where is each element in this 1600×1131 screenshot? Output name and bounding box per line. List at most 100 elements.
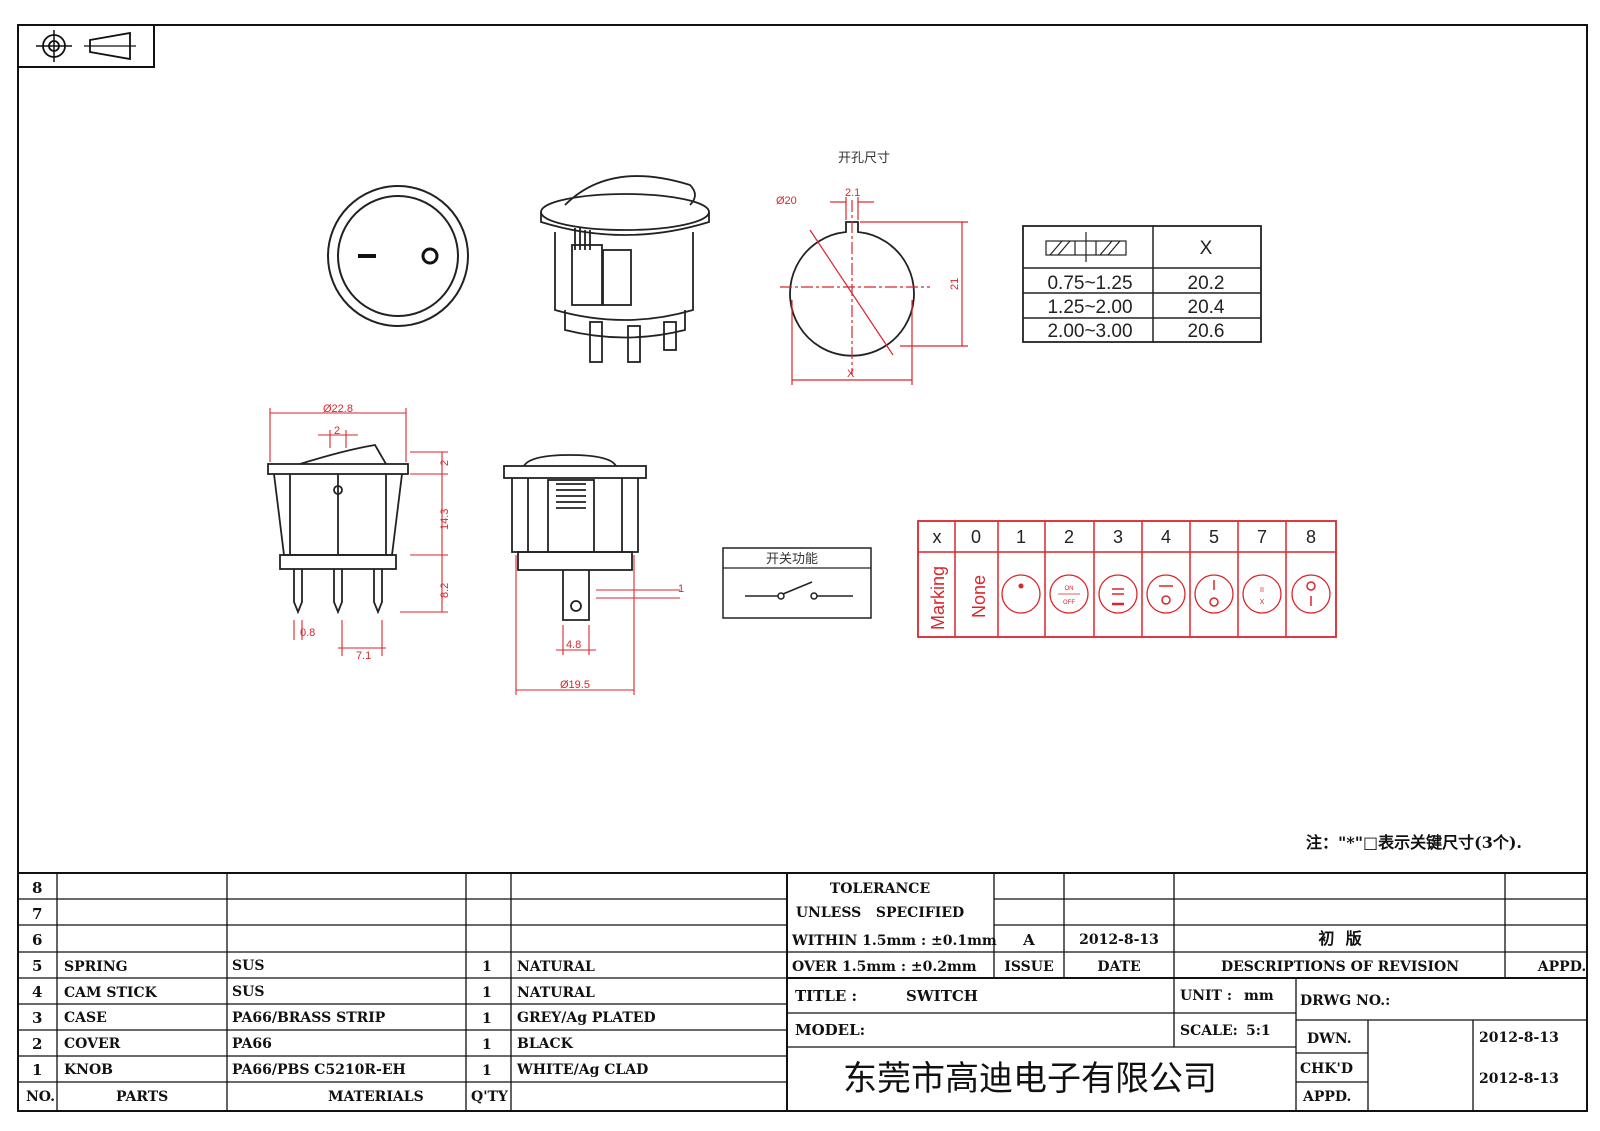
marking-symbol-5-icon <box>1209 580 1219 607</box>
dim-2-side: 2 <box>439 460 451 466</box>
panel-x-1: 20.2 <box>1188 273 1225 294</box>
dim-1: 1 <box>678 583 684 595</box>
bom-no-2: 2 <box>32 1035 42 1053</box>
bom-finish-4: NATURAL <box>517 985 595 1001</box>
bom-part-4: CAM STICK <box>64 985 158 1001</box>
svg-text:OFF: OFF <box>1063 600 1075 606</box>
marking-symbol-4-icon <box>1159 585 1173 605</box>
dim-d19-5: Ø19.5 <box>560 679 590 691</box>
bom-table: 8 7 6 5 SPRING SUS 1 NATURAL 4 CAM STICK… <box>26 879 656 1105</box>
marking-symbol-8-icon <box>1306 581 1316 606</box>
issue-value: A <box>1022 931 1035 949</box>
switch-function-label: 开关功能 <box>766 552 818 567</box>
cutout-title: 开孔尺寸 <box>838 151 890 166</box>
title-block <box>18 872 1587 1111</box>
drwg-no-label: DRWG NO.: <box>1300 993 1390 1009</box>
bom-material-2: PA66 <box>232 1036 272 1052</box>
panel-table-header: X <box>1200 238 1213 259</box>
unit-value: mm <box>1244 988 1274 1004</box>
title-label: TITLE : <box>795 987 857 1005</box>
panel-hatch-icon <box>1045 232 1127 262</box>
bom-no-4: 4 <box>32 983 42 1001</box>
isometric-view <box>540 175 710 363</box>
svg-text:ON: ON <box>1065 586 1074 592</box>
marking-col-5: 5 <box>1209 527 1219 547</box>
dim-4-8: 4.8 <box>566 639 581 651</box>
bom-header-parts: PARTS <box>116 1089 168 1105</box>
marking-symbol-2-icon: ON OFF <box>1058 586 1080 606</box>
marking-symbol-7-icon: II X <box>1260 587 1265 606</box>
tolerance-label: TOLERANCE <box>830 881 930 897</box>
descriptions-label: DESCRIPTIONS OF REVISION <box>1221 959 1459 975</box>
note-text: 注："*"□表示关键尺寸(3个). <box>1306 833 1522 852</box>
bom-header-qty: Q'TY <box>471 1089 509 1105</box>
switch-function-box: 开关功能 <box>722 547 872 619</box>
marking-header-x: x <box>933 527 942 547</box>
title-block-text: TOLERANCE UNLESS SPECIFIED WITHIN 1.5mm … <box>791 881 1586 1105</box>
chkd-label: CHK'D <box>1300 1061 1353 1077</box>
side-view-profile: 1 4.8 Ø19.5 <box>503 454 684 695</box>
panel-thickness-3: 2.00~3.00 <box>1047 321 1132 342</box>
bom-finish-3: GREY/Ag PLATED <box>517 1010 656 1026</box>
bom-qty-4: 1 <box>482 985 492 1001</box>
bom-material-1: PA66/PBS C5210R-EH <box>232 1062 406 1078</box>
marking-col-8: 8 <box>1306 527 1316 547</box>
unless-specified-label: UNLESS SPECIFIED <box>796 905 964 921</box>
marking-col-3: 3 <box>1113 527 1123 547</box>
panel-x-3: 20.6 <box>1188 321 1225 342</box>
dim-0-8: 0.8 <box>300 627 315 639</box>
marking-row-label: Marking <box>928 566 948 630</box>
date-label: DATE <box>1097 959 1140 975</box>
appd-bottom-label: APPD. <box>1302 1089 1351 1105</box>
svg-text:X: X <box>1260 599 1265 606</box>
dim-d20: Ø20 <box>776 195 797 207</box>
panel-x-2: 20.4 <box>1188 297 1225 318</box>
svg-text:II: II <box>1260 587 1264 594</box>
dim-d22-8: Ø22.8 <box>323 403 353 415</box>
marking-col-2: 2 <box>1064 527 1074 547</box>
projection-symbol-icon <box>17 24 155 68</box>
bom-qty-2: 1 <box>482 1037 492 1053</box>
dwn-date: 2012-8-13 <box>1479 1030 1559 1046</box>
bom-no-7: 7 <box>32 905 42 923</box>
dwn-label: DWN. <box>1307 1031 1352 1047</box>
bom-material-5: SUS <box>232 958 264 974</box>
marking-col-1: 1 <box>1016 527 1026 547</box>
bom-part-5: SPRING <box>64 959 128 975</box>
spst-switch-icon <box>745 581 853 600</box>
revision-date: 2012-8-13 <box>1079 932 1159 948</box>
panel-thickness-2: 1.25~2.00 <box>1047 297 1132 318</box>
bom-header-materials: MATERIALS <box>328 1089 424 1105</box>
panel-thickness-table: X 0.75~1.25 20.2 1.25~2.00 20.4 2.00~3.0… <box>1022 225 1262 343</box>
dim-7-1: 7.1 <box>356 650 371 662</box>
scale-value: 5:1 <box>1246 1023 1271 1039</box>
marking-col-7: 7 <box>1257 527 1267 547</box>
marking-col-0: 0 <box>971 527 981 547</box>
marking-none: None <box>969 575 989 618</box>
marking-symbol-3-icon <box>1112 588 1124 606</box>
side-view-front: Ø22.8 2 2 14.3 8.2 0.8 7.1 <box>267 403 451 662</box>
unit-label: UNIT : <box>1180 988 1232 1004</box>
dim-2-top: 2 <box>334 425 340 437</box>
marking-col-4: 4 <box>1161 527 1171 547</box>
bom-part-1: KNOB <box>64 1062 113 1078</box>
bom-finish-2: BLACK <box>517 1036 574 1052</box>
sheet-border <box>17 24 1588 1112</box>
bom-part-2: COVER <box>64 1036 121 1052</box>
bom-finish-1: WHITE/Ag CLAD <box>516 1062 648 1078</box>
title-value: SWITCH <box>906 987 978 1005</box>
chkd-date: 2012-8-13 <box>1479 1071 1559 1087</box>
dim-x: X <box>847 368 855 380</box>
bom-material-3: PA66/BRASS STRIP <box>232 1010 386 1026</box>
bom-no-8: 8 <box>32 879 42 897</box>
dim-21: 21 <box>949 278 961 290</box>
bom-qty-5: 1 <box>482 959 492 975</box>
appd-label: APPD. <box>1537 959 1586 975</box>
bom-no-3: 3 <box>32 1009 42 1027</box>
company-name: 东莞市高迪电子有限公司 <box>843 1059 1217 1099</box>
dim-8-2: 8.2 <box>439 583 451 598</box>
front-view <box>327 185 469 327</box>
bom-qty-3: 1 <box>482 1011 492 1027</box>
dim-2-1: 2.1 <box>845 187 860 199</box>
